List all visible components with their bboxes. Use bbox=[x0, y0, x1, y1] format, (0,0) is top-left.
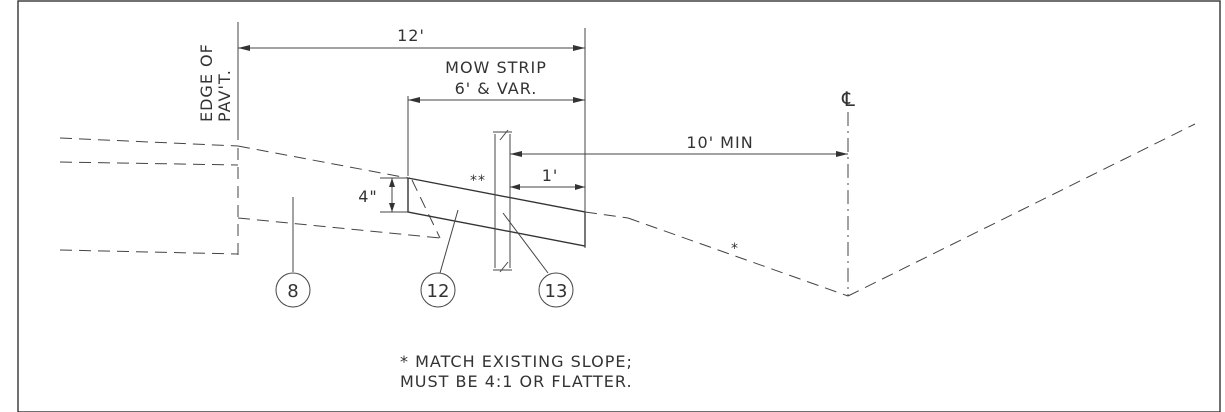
dim-12-label: 12' bbox=[397, 26, 425, 45]
callout-8: 8 bbox=[275, 272, 311, 308]
note-line-2: MUST BE 4:1 OR FLATTER. bbox=[400, 372, 633, 391]
callout-12-number: 12 bbox=[427, 281, 450, 302]
edge-of-pavement-label-line2: PAV'T. bbox=[215, 69, 234, 122]
dim-12-arrow-left bbox=[238, 45, 250, 51]
existing-ground-slope-left bbox=[237, 145, 409, 179]
post-break-bottom bbox=[499, 261, 509, 273]
double-asterisk-mark: ** bbox=[470, 173, 486, 189]
mow-strip-label: MOW STRIP bbox=[445, 58, 547, 77]
callout-13: 13 bbox=[538, 272, 574, 308]
subgrade-slope-line bbox=[237, 217, 441, 239]
ground-after-strip bbox=[584, 211, 629, 219]
dim-4-arrow-top bbox=[389, 178, 395, 187]
mow-strip-width-label: 6' & VAR. bbox=[455, 79, 538, 98]
mow-strip-body bbox=[407, 177, 586, 247]
note-line-1: * MATCH EXISTING SLOPE; bbox=[400, 352, 633, 371]
callout-13-number: 13 bbox=[545, 281, 568, 302]
post-break-top bbox=[499, 129, 509, 141]
callout-12-leader bbox=[439, 209, 459, 274]
dim-1-arrow-right bbox=[575, 184, 585, 190]
pavement-subgrade-line bbox=[59, 249, 239, 255]
dim-1-arrow-left bbox=[510, 184, 520, 190]
pavement-surface-line bbox=[59, 137, 239, 147]
strip-edge-dashed bbox=[411, 179, 441, 239]
callout-12: 12 bbox=[420, 272, 456, 308]
ditch-backslope bbox=[847, 123, 1196, 297]
mow-dim-arrow-right bbox=[573, 97, 585, 103]
dim-10-label: 10' MIN bbox=[686, 133, 753, 152]
dim-4-label: 4" bbox=[358, 187, 378, 206]
mow-dim-arrow-left bbox=[408, 97, 420, 103]
single-asterisk-mark: * bbox=[731, 241, 739, 257]
ditch-foreslope bbox=[627, 217, 849, 297]
drawing-frame bbox=[17, 0, 1221, 412]
callout-8-number: 8 bbox=[287, 281, 298, 302]
dim-1-label: 1' bbox=[542, 166, 559, 185]
dim-12-arrow-right bbox=[573, 45, 585, 51]
dim-10-arrow-right bbox=[836, 151, 848, 157]
dim-4-arrow-bottom bbox=[389, 203, 395, 212]
pavement-base-line bbox=[59, 161, 239, 166]
centerline-symbol: ℄ bbox=[841, 87, 856, 111]
dim-10-arrow-left bbox=[510, 151, 522, 157]
edge-of-pavement-label-line1: EDGE OF bbox=[197, 43, 216, 122]
callout-13-leader bbox=[502, 212, 549, 274]
